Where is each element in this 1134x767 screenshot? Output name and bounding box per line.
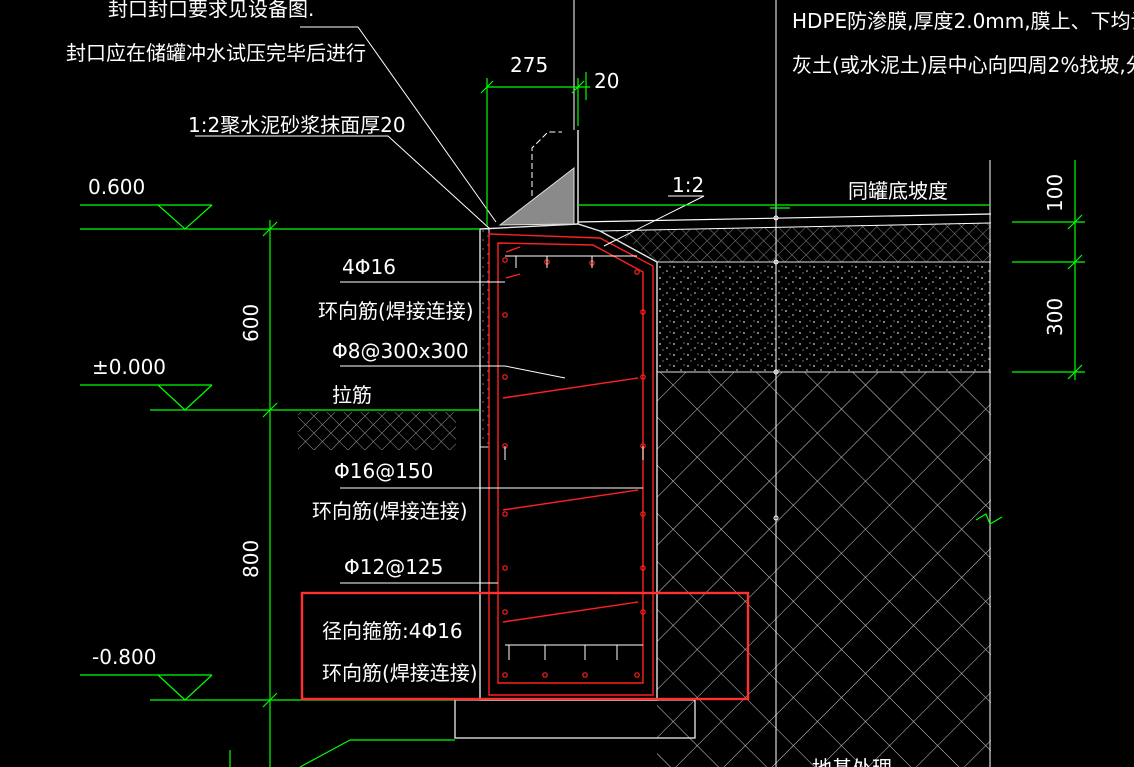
dimension-100: 100 [1043, 174, 1067, 212]
label-vertical-bars: Φ16@150 [334, 459, 433, 483]
label-hoop-weld-2: 环向筋(焊接连接) [312, 499, 468, 523]
label-tie-name: 拉筋 [332, 383, 372, 407]
note-top-right: HDPE防渗膜,厚度2.0mm,膜上、下均设保护层 灰土(或水泥土)层中心向四周… [792, 9, 1134, 77]
sand-layer [657, 261, 991, 373]
hdpe-membrane-layer [577, 213, 992, 262]
label-hoop-weld-3: 环向筋(焊接连接) [322, 661, 478, 685]
leader-lines [195, 26, 705, 660]
green-dimension-lines [80, 72, 1085, 767]
soil-fill-region [657, 372, 991, 767]
slope-ratio-label: 1:2 [672, 173, 704, 197]
label-hoop-weld-1: 环向筋(焊接连接) [318, 299, 474, 323]
dimension-600: 600 [239, 304, 263, 342]
highlight-box[interactable] [300, 591, 750, 701]
label-radial-bars: 径向箍筋:4Φ16 [322, 619, 463, 643]
foundation-treatment-note: 地基处理 [812, 756, 892, 767]
mortar-coat-note: 1:2聚水泥砂浆抹面厚20 [188, 113, 406, 137]
note-sealing-line2: 封口应在储罐冲水试压完毕后进行 [66, 41, 366, 65]
dimension-300: 300 [1043, 298, 1067, 336]
dimension-275: 275 [510, 53, 548, 77]
note-sealing-line1: 封口封口要求见设备图. [108, 0, 314, 21]
label-top-bars: 4Φ16 [342, 255, 396, 279]
existing-ground-hatch [298, 412, 456, 450]
elevation-zero: ±0.000 [92, 355, 166, 379]
ring-beam-concrete [479, 223, 658, 701]
label-stirrup-spec: Φ12@125 [344, 555, 443, 579]
note-top-left: 封口封口要求见设备图. 封口应在储罐冲水试压完毕后进行 [66, 0, 366, 65]
label-tie-spec: Φ8@300x300 [332, 339, 469, 363]
elevation-top: 0.600 [88, 175, 145, 199]
rebar-cage [488, 233, 654, 696]
dimension-20: 20 [594, 69, 619, 93]
tank-bottom-slope-label: 同罐底坡度 [848, 179, 948, 203]
centerline-dots [773, 215, 779, 521]
elevation-bottom: -0.800 [92, 645, 156, 669]
note-hdpe-line1: HDPE防渗膜,厚度2.0mm,膜上、下均设保护层 [792, 9, 1134, 33]
tank-centerline [573, 0, 991, 767]
dimension-800: 800 [239, 540, 263, 578]
note-hdpe-line2: 灰土(或水泥土)层中心向四周2%找坡,分层压实,压 [792, 53, 1134, 77]
rebar-dots [502, 257, 646, 678]
mortar-wedge [498, 130, 579, 226]
